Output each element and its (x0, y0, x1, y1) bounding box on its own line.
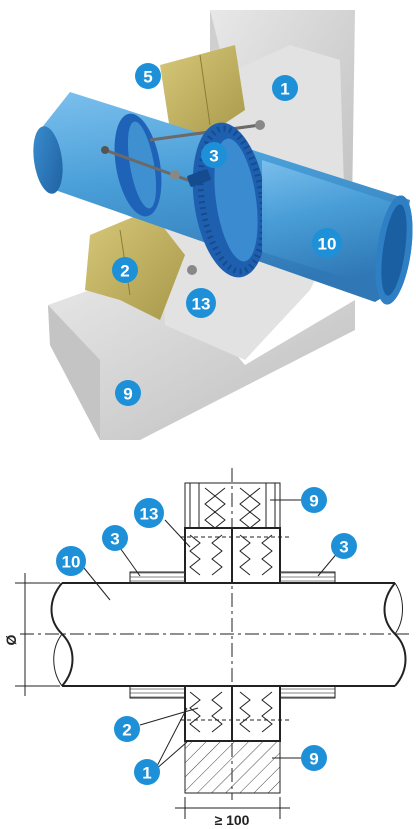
svg-text:3: 3 (339, 538, 348, 557)
fire-collar-front (187, 122, 268, 278)
callout-section-2: 2 (114, 716, 140, 742)
svg-text:9: 9 (309, 750, 318, 769)
concrete-wall-lower-front (48, 305, 100, 440)
callout-top-3: 3 (201, 142, 227, 168)
callout-section-13: 13 (134, 498, 164, 528)
svg-text:9: 9 (123, 385, 132, 404)
pipe-end-left (33, 126, 63, 194)
callout-section-1: 1 (134, 759, 160, 785)
svg-text:1: 1 (142, 764, 151, 783)
svg-text:3: 3 (110, 530, 119, 549)
callout-section-9-lower: 9 (301, 745, 327, 771)
svg-text:13: 13 (140, 505, 159, 524)
wall-board-left-upper (184, 482, 200, 529)
thickness-dimension: ≥ 100 (215, 812, 250, 828)
svg-text:9: 9 (309, 492, 318, 511)
callout-top-9: 9 (115, 380, 141, 406)
svg-text:5: 5 (143, 68, 152, 87)
isometric-view (33, 10, 413, 440)
callout-top-10: 10 (312, 228, 342, 258)
callout-top-2: 2 (112, 257, 138, 283)
diameter-symbol: Ø (3, 634, 19, 645)
svg-text:10: 10 (62, 553, 81, 572)
collar-right-upper (279, 571, 336, 584)
svg-text:2: 2 (122, 721, 131, 740)
callout-top-1: 1 (272, 75, 298, 101)
svg-text:1: 1 (280, 80, 289, 99)
callout-section-3-left: 3 (102, 525, 128, 551)
mineral-wool-upper (160, 45, 245, 140)
svg-text:10: 10 (318, 235, 337, 254)
svg-text:13: 13 (192, 295, 211, 314)
callout-section-9-upper: 9 (301, 487, 327, 513)
svg-text:2: 2 (120, 262, 129, 281)
svg-text:3: 3 (209, 147, 218, 166)
concrete-section-lower (184, 740, 281, 794)
callout-section-3-right: 3 (331, 533, 357, 559)
callout-top-13: 13 (186, 288, 216, 318)
pipe-section (20, 582, 410, 687)
callout-section-10: 10 (56, 546, 86, 576)
collar-right-lower (279, 685, 336, 699)
collar-left-lower (129, 685, 186, 699)
section-view (15, 468, 410, 819)
callout-top-5: 5 (135, 63, 161, 89)
wall-board-right-upper (265, 482, 281, 529)
